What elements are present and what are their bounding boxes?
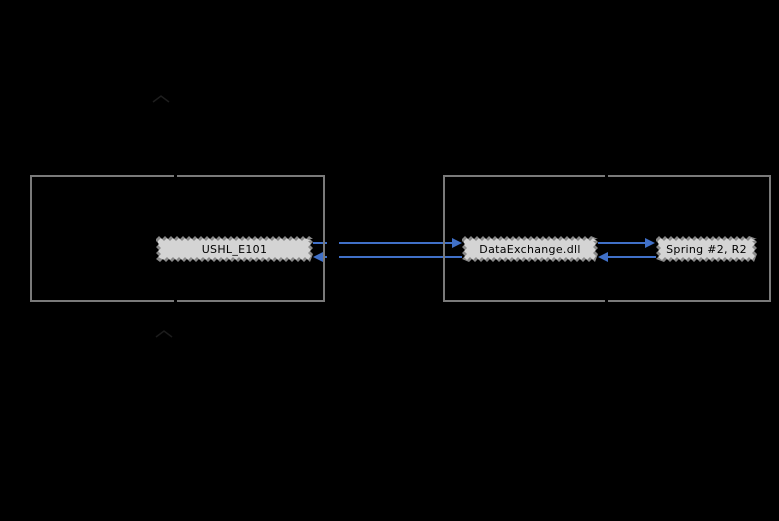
node-label: DataExchange.dll [479, 242, 581, 256]
edge-dataexchange-to-spring [598, 242, 646, 244]
edge-spring-to-dataexchange [607, 256, 656, 258]
node-dataexchange-dll[interactable]: DataExchange.dll [462, 236, 598, 262]
border-notch [174, 171, 177, 180]
edge-dataexchange-to-ushl [322, 256, 462, 258]
node-label: USHL_E101 [201, 242, 268, 256]
border-notch [605, 171, 608, 180]
node-fill: DataExchange.dll [464, 238, 596, 260]
arrowhead-left-icon [313, 252, 323, 262]
arrowhead-left-icon [598, 252, 608, 262]
hidden-edge-occluder [327, 236, 339, 262]
border-notch [174, 296, 177, 305]
border-notch [605, 296, 608, 305]
faint-arrowhead-artifact-icon [152, 88, 170, 107]
node-ushl-e101[interactable]: USHL_E101 [156, 236, 313, 262]
container-right-group [443, 175, 771, 302]
edge-ushl-to-dataexchange [313, 242, 453, 244]
node-spring-2-r2[interactable]: Spring #2, R2 [656, 236, 757, 262]
arrowhead-right-icon [645, 238, 655, 248]
arrowhead-right-icon [452, 238, 462, 248]
node-fill: Spring #2, R2 [658, 238, 755, 260]
node-label: Spring #2, R2 [666, 242, 747, 256]
container-left-group [30, 175, 325, 302]
faint-arrowhead-artifact-icon [155, 323, 173, 342]
node-fill: USHL_E101 [158, 238, 311, 260]
